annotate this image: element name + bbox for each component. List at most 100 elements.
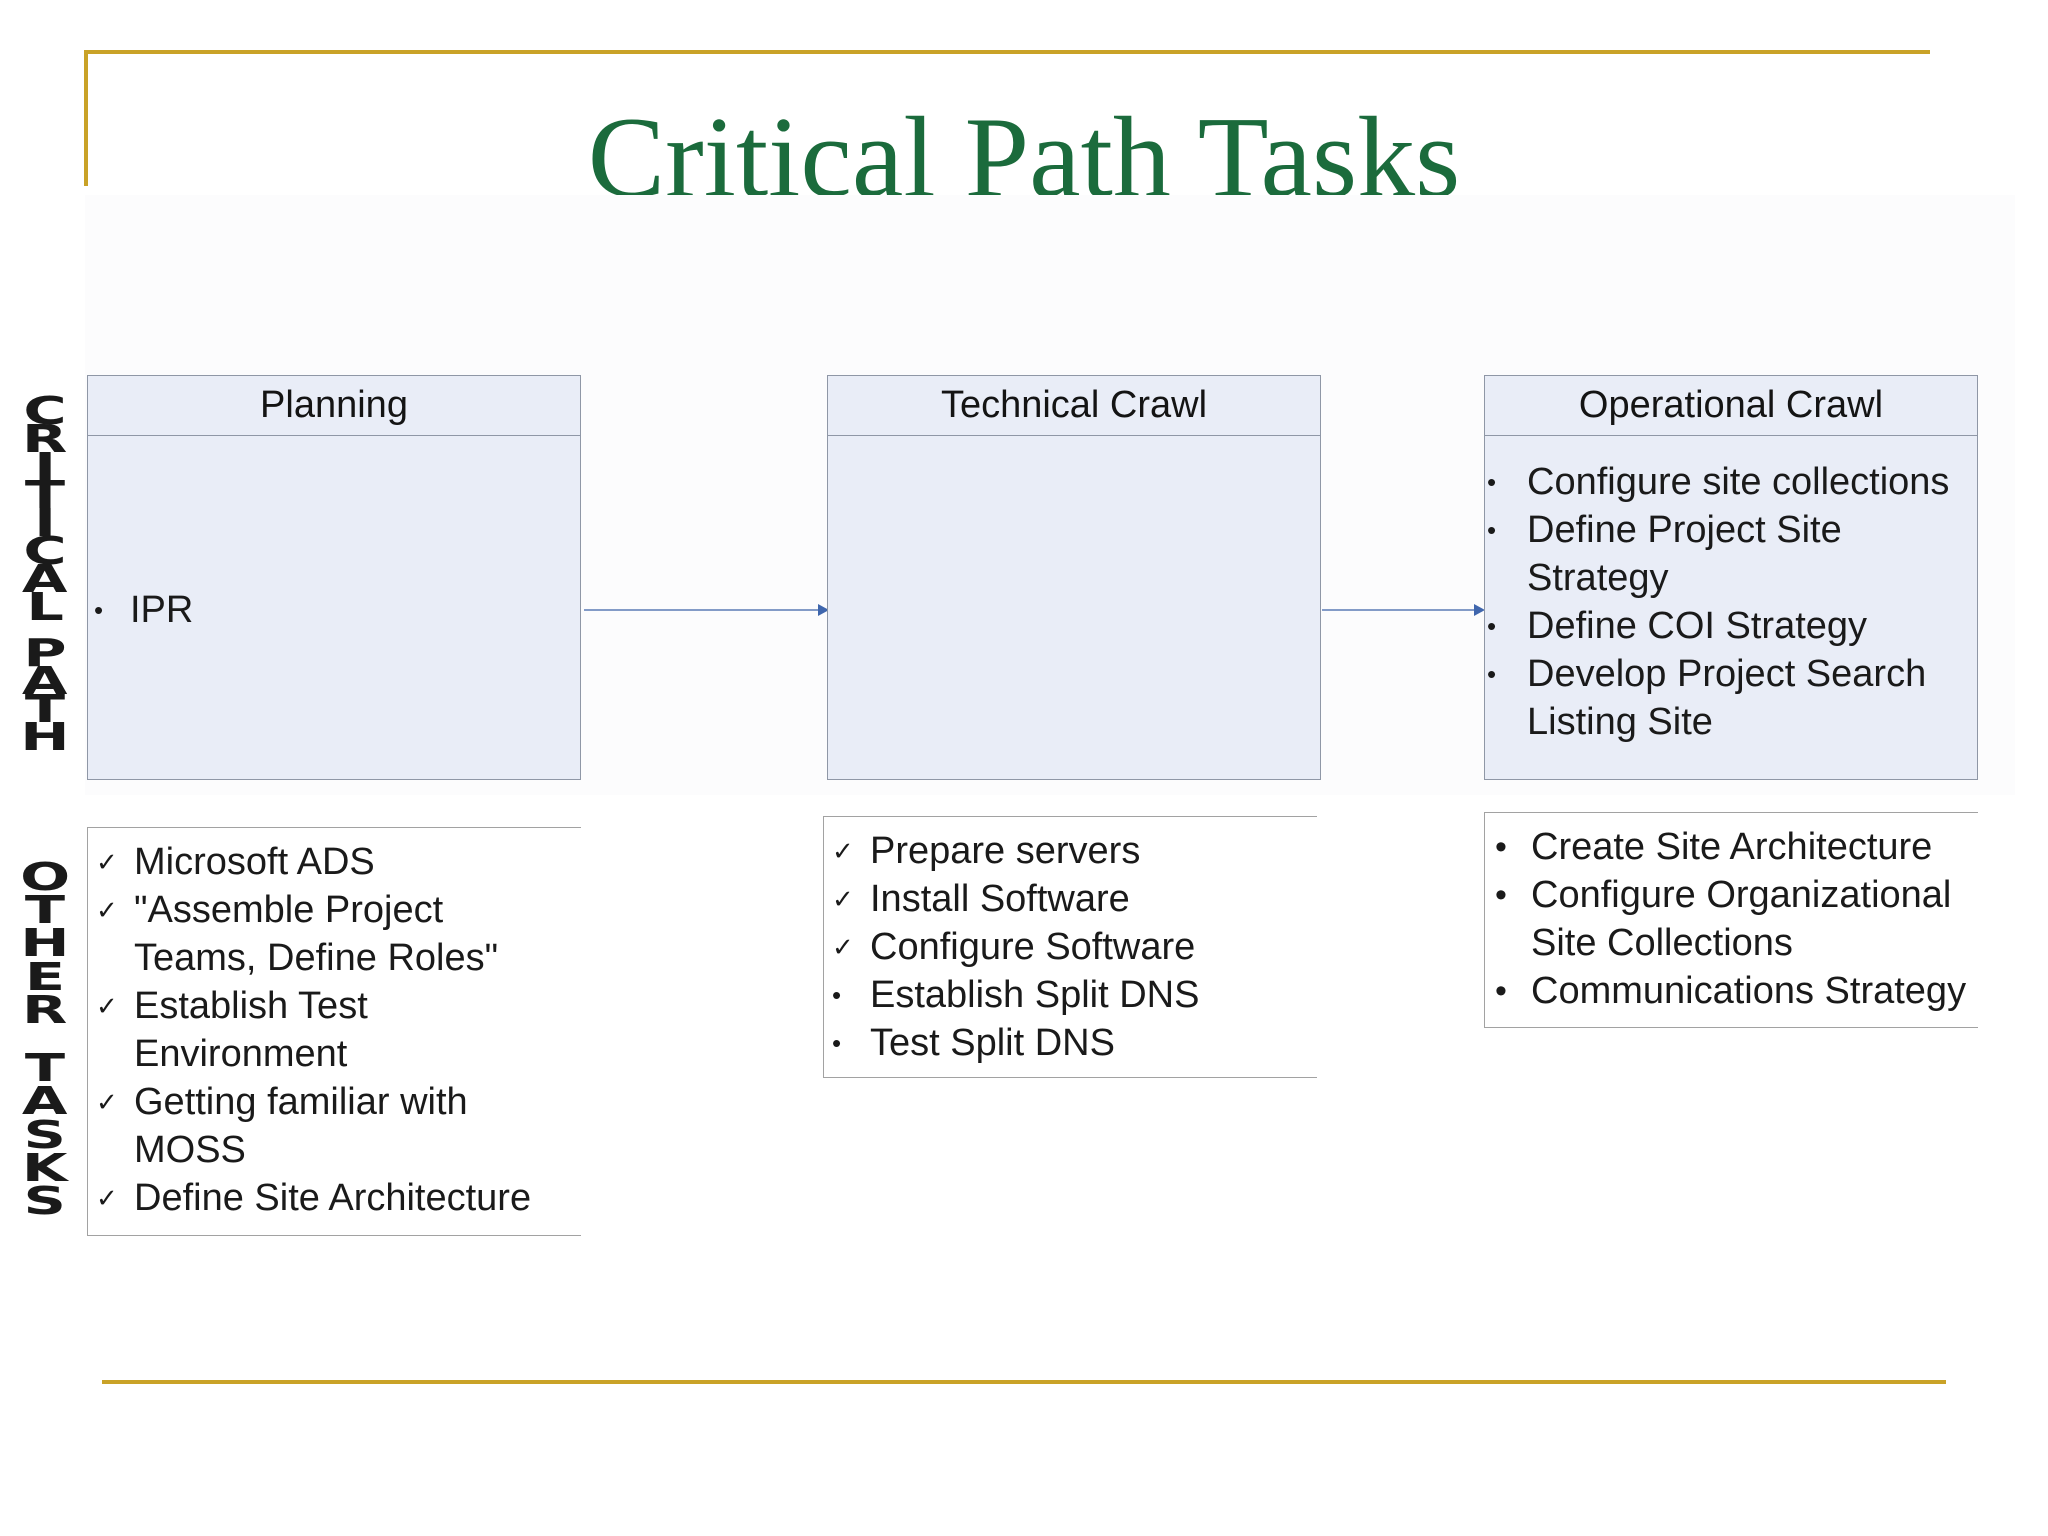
vertical-label-letter: I (34, 445, 56, 489)
vertical-label-letter: T (24, 473, 66, 517)
stage-tasks (828, 436, 1320, 779)
vertical-label-letter: R (22, 417, 68, 461)
other-tasks-technical-crawl: ✓ Prepare servers ✓ Install Software ✓ C… (823, 816, 1317, 1078)
other-task-item: • Establish Split DNS (832, 971, 1310, 1019)
checkmark-icon: ✓ (96, 1183, 118, 1213)
vertical-label-letter: L (26, 585, 64, 629)
task-text: Install Software (870, 878, 1130, 920)
other-task-list: ✓ Prepare servers ✓ Install Software ✓ C… (832, 827, 1310, 1067)
stage-task-item: • IPR (94, 586, 194, 634)
footer-rule (102, 1380, 1946, 1384)
vertical-label-letter: H (20, 921, 70, 966)
vertical-label-letter: C (23, 389, 67, 433)
vertical-label-letter: H (20, 715, 70, 759)
other-task-list: ✓ Microsoft ADS ✓ "Assemble Project Team… (96, 838, 574, 1222)
bullet-icon: • (94, 595, 104, 625)
arrow-planning-to-technical (584, 604, 829, 616)
task-text: Define COI Strategy (1527, 605, 1868, 647)
task-text: Configure Software (870, 926, 1196, 968)
task-text: Configure Organizational Site Collection… (1531, 874, 1952, 964)
bullet-icon: • (1487, 659, 1497, 689)
checkmark-icon: ✓ (96, 895, 118, 925)
stage-planning: Planning • IPR (87, 375, 581, 780)
vertical-label-letter: C (23, 529, 67, 573)
bullet-icon: • (1487, 611, 1497, 641)
stage-tasks: • Configure site collections • Define Pr… (1485, 436, 1977, 779)
stage-task-item: • Develop Project Search Listing Site (1487, 650, 1947, 746)
other-task-item: ✓ "Assemble Project Teams, Define Roles" (96, 886, 534, 982)
task-text: Communications Strategy (1531, 970, 1967, 1012)
checkmark-icon: ✓ (96, 847, 118, 877)
other-task-item: ✓ Configure Software (832, 923, 1310, 971)
task-text: Configure site collections (1527, 461, 1950, 503)
bullet-icon: • (1495, 828, 1507, 866)
task-text: Define Project Site Strategy (1527, 509, 1842, 599)
bullet-icon: • (1495, 876, 1507, 914)
vertical-label-letter: O (19, 855, 71, 899)
task-text: Establish Split DNS (870, 974, 1200, 1016)
other-task-item: ✓ Define Site Architecture (96, 1174, 574, 1222)
vertical-label-letter: A (22, 659, 68, 703)
stage-technical-crawl: Technical Crawl (827, 375, 1321, 780)
vertical-label-letter: T (24, 888, 66, 933)
title-rule-top (84, 50, 1930, 54)
task-text: Create Site Architecture (1531, 826, 1933, 868)
arrow-technical-to-operational (1322, 604, 1485, 616)
task-text: Test Split DNS (870, 1022, 1115, 1064)
stage-title: Planning (88, 376, 580, 436)
bullet-icon: • (1495, 972, 1507, 1010)
other-task-item: • Communications Strategy (1495, 967, 1971, 1015)
other-task-item: • Test Split DNS (832, 1019, 1310, 1067)
stage-title: Operational Crawl (1485, 376, 1977, 436)
stage-task-list: • IPR (94, 586, 194, 634)
checkmark-icon: ✓ (832, 836, 854, 866)
other-task-item: • Configure Organizational Site Collecti… (1495, 871, 1961, 967)
vertical-label-letter: R (22, 987, 68, 1032)
task-text: Getting familiar with MOSS (134, 1081, 468, 1171)
vertical-label-letter: K (22, 1145, 68, 1190)
other-task-item: ✓ Establish Test Environment (96, 982, 434, 1078)
other-tasks-planning: ✓ Microsoft ADS ✓ "Assemble Project Team… (87, 827, 581, 1236)
checkmark-icon: ✓ (832, 932, 854, 962)
stage-title: Technical Crawl (828, 376, 1320, 436)
task-text: Microsoft ADS (134, 841, 375, 883)
other-task-item: ✓ Getting familiar with MOSS (96, 1078, 494, 1174)
bullet-icon: • (832, 1028, 842, 1058)
vertical-label-letter: T (24, 1046, 66, 1091)
other-task-item: ✓ Microsoft ADS (96, 838, 574, 886)
vertical-label-letter: A (22, 557, 68, 601)
bullet-icon: • (1487, 467, 1497, 497)
title-rule-left (84, 50, 88, 186)
other-task-item: ✓ Prepare servers (832, 827, 1310, 875)
other-tasks-operational-crawl: • Create Site Architecture • Configure O… (1484, 812, 1978, 1028)
bullet-icon: • (1487, 515, 1497, 545)
stage-task-item: • Define COI Strategy (1487, 602, 1972, 650)
checkmark-icon: ✓ (96, 991, 118, 1021)
task-text: Prepare servers (870, 830, 1141, 872)
task-text: Establish Test Environment (134, 985, 368, 1075)
stage-task-list: • Configure site collections • Define Pr… (1487, 458, 1972, 746)
task-text: IPR (130, 589, 194, 631)
stage-task-item: • Define Project Site Strategy (1487, 506, 1867, 602)
vertical-label-letter: S (23, 1112, 67, 1157)
stage-task-item: • Configure site collections (1487, 458, 1972, 506)
stage-operational-crawl: Operational Crawl • Configure site colle… (1484, 375, 1978, 780)
other-task-item: • Create Site Architecture (1495, 823, 1971, 871)
vertical-label-letter: S (23, 1178, 67, 1223)
task-text: "Assemble Project Teams, Define Roles" (134, 889, 499, 979)
vertical-label-letter: T (24, 687, 66, 731)
bullet-icon: • (832, 980, 842, 1010)
checkmark-icon: ✓ (832, 884, 854, 914)
vertical-label-letter: P (23, 631, 67, 675)
task-text: Develop Project Search Listing Site (1527, 653, 1927, 743)
vertical-label-letter: E (24, 954, 66, 999)
vertical-label-letter: A (22, 1079, 68, 1124)
stage-tasks: • IPR (88, 436, 580, 779)
vertical-label-letter: I (34, 501, 56, 545)
other-task-item: ✓ Install Software (832, 875, 1310, 923)
other-task-list: • Create Site Architecture • Configure O… (1495, 823, 1971, 1015)
task-text: Define Site Architecture (134, 1177, 532, 1219)
checkmark-icon: ✓ (96, 1087, 118, 1117)
